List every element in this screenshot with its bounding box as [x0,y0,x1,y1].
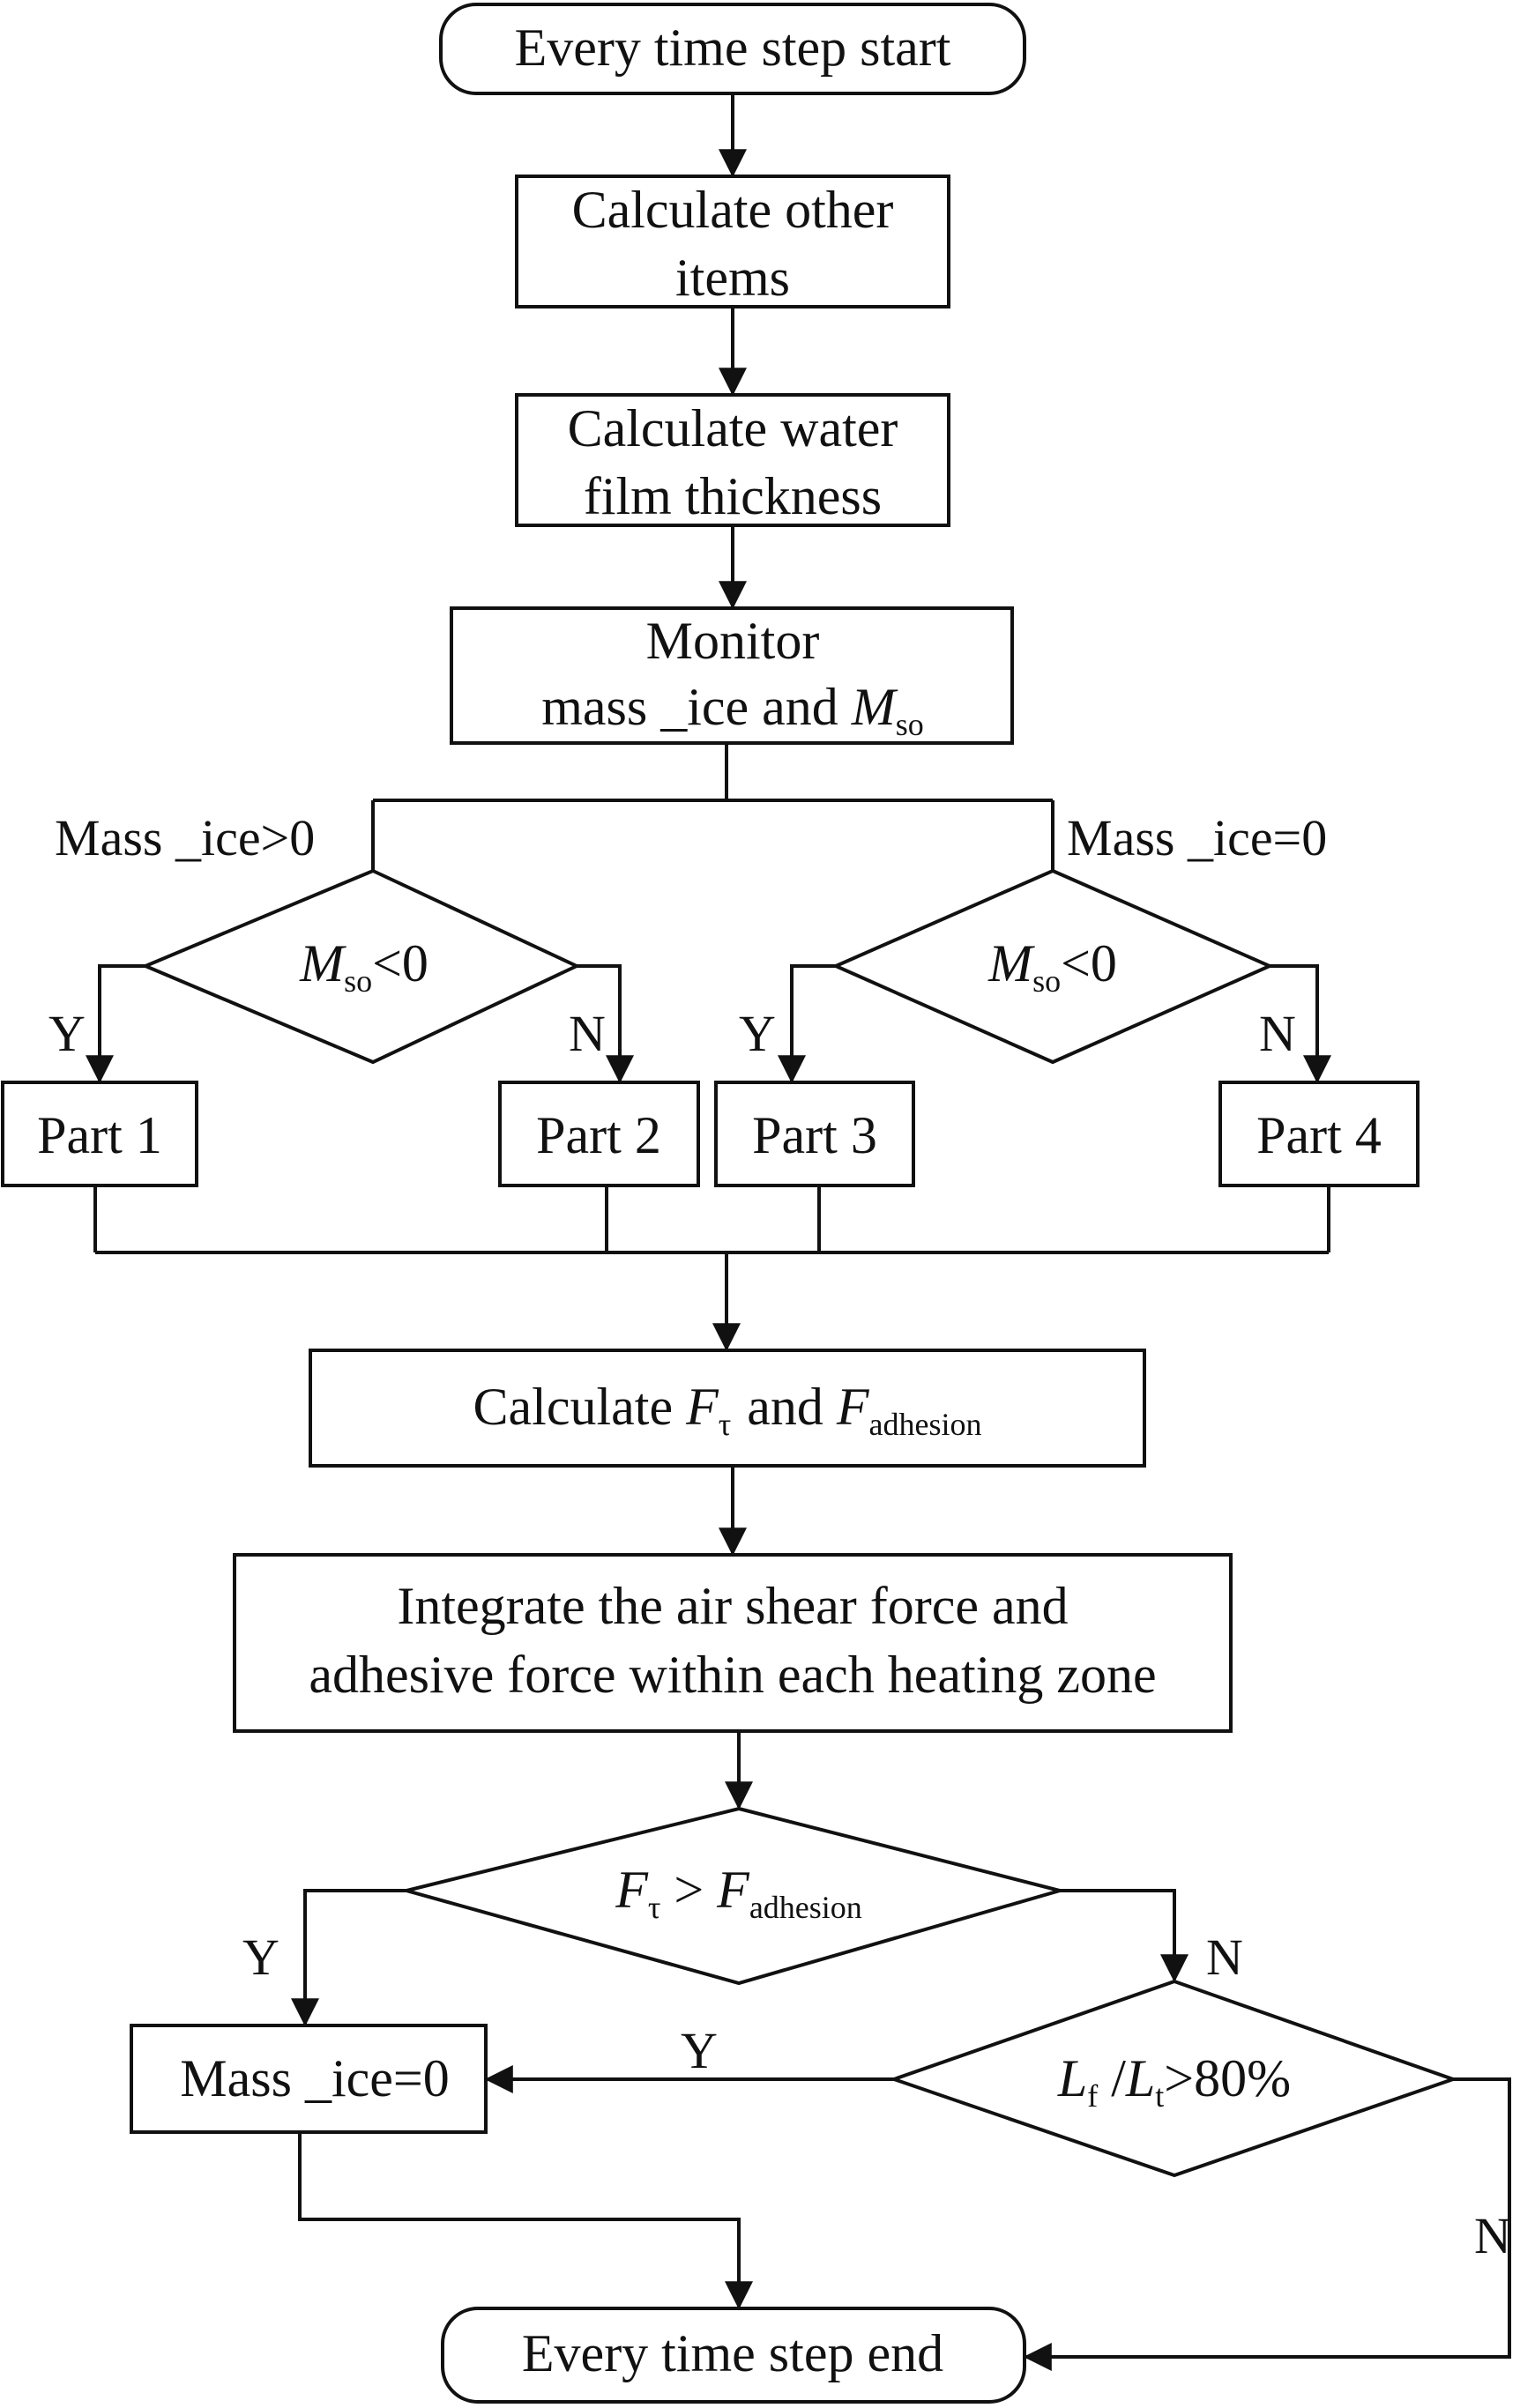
arrow-force-yes [291,1889,406,2027]
arrow-ratio-no [1023,2077,1511,2371]
decision-right-label: Mso<0 [987,934,1117,999]
calc-force-box [309,1349,1146,1468]
part1-label: Part 1 [37,1106,162,1164]
monitor-box [450,606,1014,745]
decision-left-label: Mso<0 [299,934,428,999]
arrow-left-yes [86,964,145,1084]
edge-label-left-n: N [569,1005,606,1062]
part3-label: Part 3 [752,1106,877,1164]
arrow-left-no [577,964,634,1084]
integrate-label-line1: Integrate the air shear force and [397,1577,1068,1635]
part4-box [1218,1081,1420,1187]
monitor-label-line1: Monitor [646,612,820,670]
calc-other-label-line2: items [675,249,790,307]
end-label: Every time step end [522,2324,943,2382]
calc-water-label-line1: Calculate water [568,399,898,457]
arrow-mass-zero-to-end [298,2132,753,2310]
edge-label-force-n: N [1206,1929,1243,1986]
monitor-label-line2: mass _ice and Mso [541,678,924,742]
calc-other-label-line1: Calculate other [572,181,894,239]
decision-ratio-label: Lf /Lt>80% [1057,2049,1291,2114]
part1-box [1,1081,198,1187]
decision-right-diamond [831,868,1274,1065]
decision-left-diamond [140,868,581,1065]
arrow-right-no [1270,964,1331,1084]
decision-ratio-diamond [888,1979,1459,2178]
part2-box [498,1081,700,1187]
integrate-label-line2: adhesive force within each heating zone [309,1646,1156,1704]
part2-label: Part 2 [536,1106,661,1164]
arrow-right-yes [778,964,836,1084]
edge-label-left-y: Y [48,1005,86,1062]
part4-label: Part 4 [1256,1106,1382,1164]
mass-zero-box [130,2024,488,2134]
edge-label-ratio-y: Y [681,2022,718,2079]
edge-label-force-y: Y [242,1929,279,1986]
start-label: Every time step start [515,19,951,77]
calc-other-box [515,175,950,308]
mass-zero-box-label: Mass _ice=0 [180,2049,449,2107]
label-mass-positive: Mass _ice>0 [55,809,315,866]
decision-force-label: Fτ > Fadhesion [615,1861,862,1925]
end-terminator [441,2307,1026,2404]
edge-label-right-y: Y [739,1005,776,1062]
arrow-force-no [1060,1889,1189,1983]
part3-box [714,1081,915,1187]
edge-label-ratio-n: N [1474,2207,1511,2264]
integrate-box [233,1553,1233,1733]
edge-label-right-n: N [1259,1005,1296,1062]
decision-force-diamond [399,1806,1067,1986]
calc-water-label-line2: film thickness [584,467,882,525]
label-mass-zero: Mass _ice=0 [1067,809,1327,866]
